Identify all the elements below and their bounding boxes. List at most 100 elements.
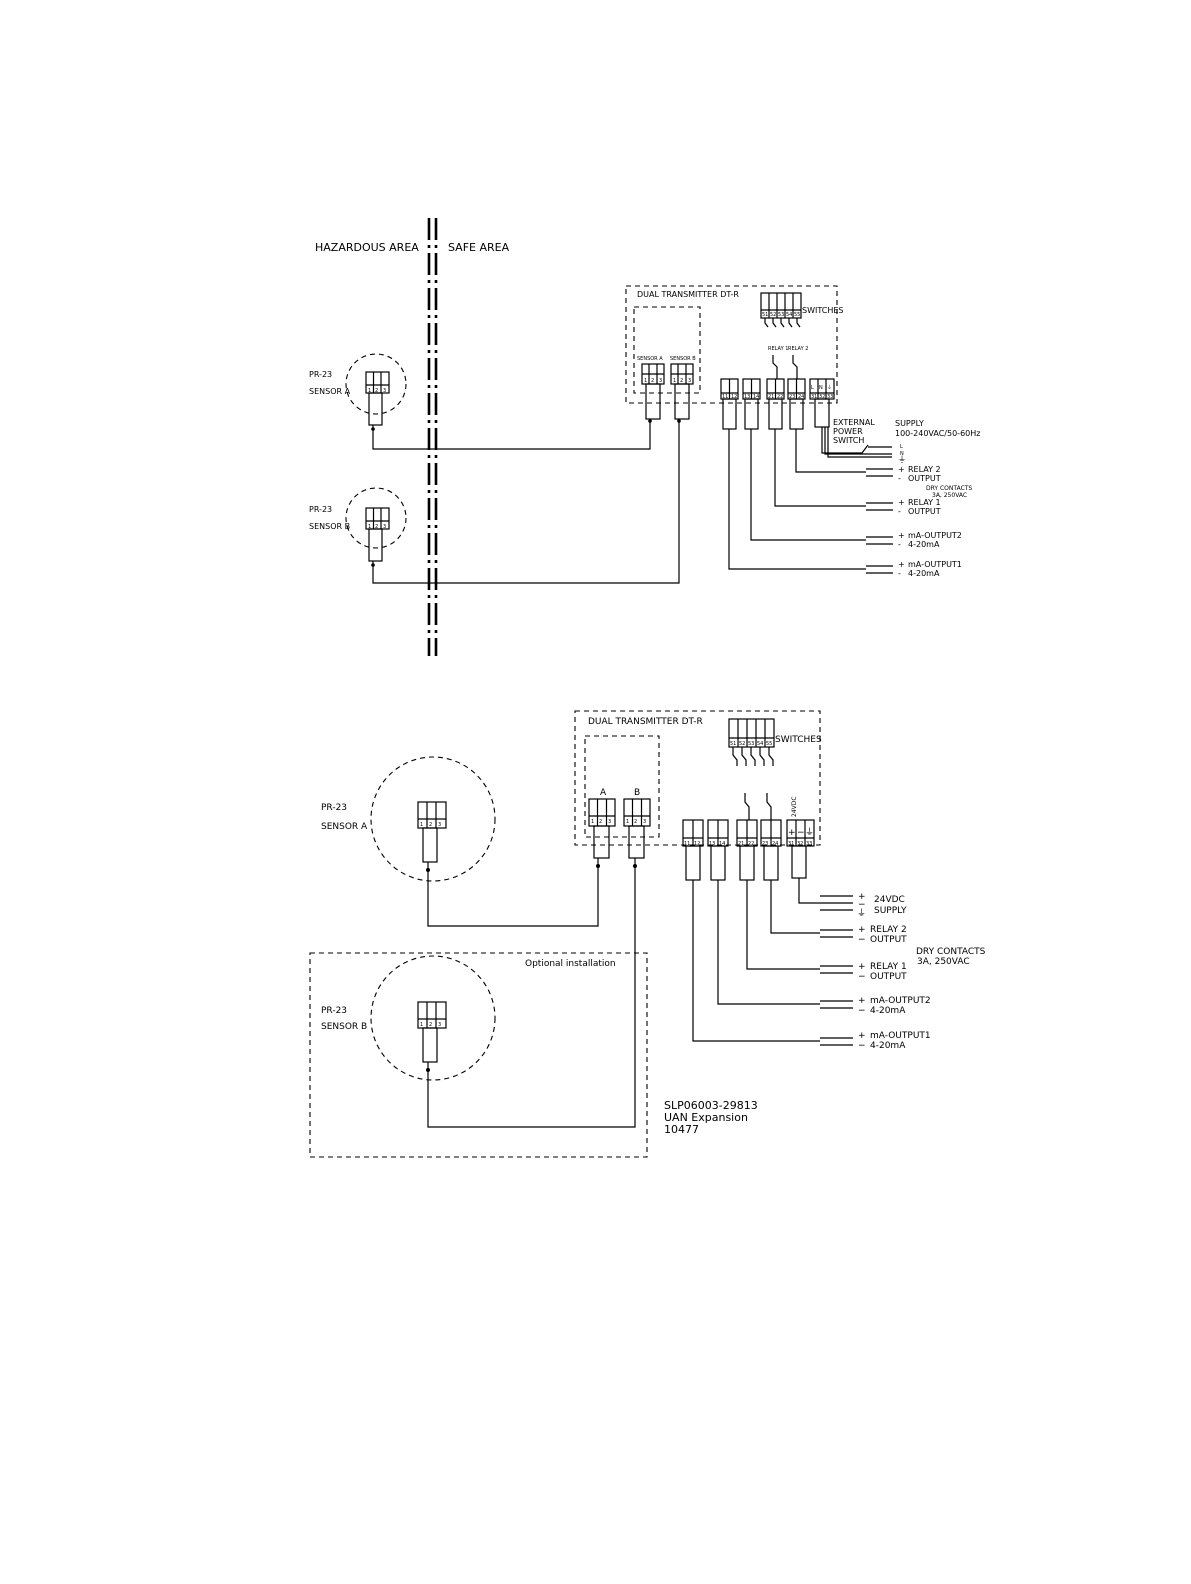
svg-text:3: 3 — [438, 1022, 441, 1028]
terminal-21-22: 21 22 — [736, 819, 758, 881]
top-sensor-b: 1 2 3 PR-23 SENSOR B — [309, 487, 407, 562]
terminal-13-14: 13 14 — [742, 378, 761, 430]
port-a: A 1 2 3 — [588, 788, 616, 859]
svg-text:L: L — [900, 444, 903, 450]
sensor-b-zone — [370, 955, 496, 1081]
svg-text:mA-OUTPUT2: mA-OUTPUT2 — [870, 996, 931, 1006]
svg-text:4-20mA: 4-20mA — [908, 569, 940, 578]
svg-text:3: 3 — [383, 524, 386, 530]
svg-text:SENSOR A: SENSOR A — [309, 387, 351, 396]
svg-text:2: 2 — [375, 388, 378, 394]
svg-text:−: − — [858, 1006, 866, 1016]
svg-text:32: 32 — [819, 394, 825, 400]
svg-text:13: 13 — [744, 394, 750, 400]
sensor-a-zone — [370, 756, 496, 882]
svg-text:4-20mA: 4-20mA — [908, 540, 940, 549]
svg-text:-: - — [898, 569, 901, 578]
sensor-a-zone — [345, 353, 407, 415]
svg-text:3: 3 — [608, 819, 611, 825]
bottom-transmitter: DUAL TRANSMITTER DT-R 51 52 53 54 55 SWI… — [574, 710, 822, 881]
svg-text:−: − — [858, 972, 866, 982]
bottom-sensor-b: 1 2 3 PR-23 SENSOR B — [321, 955, 496, 1081]
svg-text:PR-23: PR-23 — [309, 505, 332, 514]
switch-number: 53 — [778, 312, 784, 318]
svg-text:2: 2 — [375, 524, 378, 530]
supply-spec: 100-240VAC/50-60Hz — [895, 429, 980, 438]
svg-text:+: + — [898, 560, 905, 569]
svg-text:SLP06003-29813: SLP06003-29813 — [664, 1099, 758, 1112]
supply-voltage: 24VDC — [874, 895, 905, 905]
svg-text:1: 1 — [644, 378, 647, 384]
svg-text:13: 13 — [709, 841, 715, 847]
svg-text:24: 24 — [772, 841, 778, 847]
svg-text:3: 3 — [643, 819, 646, 825]
svg-text:−: − — [858, 900, 866, 910]
svg-text:10477: 10477 — [664, 1123, 699, 1136]
top-transmitter: DUAL TRANSMITTER DT-R 51 52 53 54 55 SWI… — [625, 285, 844, 430]
svg-text:+: + — [898, 531, 905, 540]
switch-block: 51 52 53 54 55 SWITCHES — [760, 292, 844, 328]
svg-text:2: 2 — [651, 378, 654, 384]
svg-text:-: - — [898, 507, 901, 516]
svg-text:4-20mA: 4-20mA — [870, 1041, 906, 1051]
svg-text:14: 14 — [753, 394, 759, 400]
top-supply: EXTERNAL POWER SWITCH SUPPLY 100-240VAC/… — [821, 418, 980, 464]
sensor-input-module — [633, 306, 701, 394]
svg-text:1: 1 — [368, 388, 371, 394]
supply-voltage-label: 24VDC — [791, 796, 798, 817]
svg-text:1: 1 — [591, 819, 594, 825]
svg-text:−: − — [858, 935, 866, 945]
top-output-labels: + RELAY 2 - OUTPUT DRY CONTACTS 3A, 250V… — [898, 465, 972, 578]
svg-text:2: 2 — [429, 822, 432, 828]
svg-text:+: + — [788, 828, 796, 838]
dry-contacts-rating: 3A, 250VAC — [917, 957, 970, 967]
svg-text:51: 51 — [730, 741, 736, 747]
bottom-diagram: DUAL TRANSMITTER DT-R 51 52 53 54 55 SWI… — [309, 710, 986, 1158]
svg-text:14: 14 — [719, 841, 725, 847]
svg-text:3: 3 — [438, 822, 441, 828]
svg-text:22: 22 — [748, 841, 754, 847]
area-barrier — [427, 218, 438, 656]
svg-text:−: − — [858, 1041, 866, 1051]
svg-text:2: 2 — [599, 819, 602, 825]
svg-text:2: 2 — [429, 1022, 432, 1028]
terminal-11-12: 11 12 — [682, 819, 704, 881]
svg-text:SENSOR A: SENSOR A — [321, 822, 368, 832]
switches-label: SWITCHES — [802, 306, 844, 315]
svg-text:RELAY 2: RELAY 2 — [908, 465, 941, 474]
svg-text:+: + — [858, 1031, 866, 1041]
svg-text:11: 11 — [722, 394, 728, 400]
svg-text:⏚: ⏚ — [827, 384, 832, 391]
svg-text:RELAY 1: RELAY 1 — [908, 498, 941, 507]
svg-text:3: 3 — [383, 388, 386, 394]
svg-text:+: + — [898, 465, 905, 474]
dry-contacts-rating: 3A, 250VAC — [932, 492, 967, 499]
svg-text:SENSOR B: SENSOR B — [670, 356, 696, 362]
svg-text:-: - — [898, 474, 901, 483]
transmitter-title: DUAL TRANSMITTER DT-R — [637, 290, 739, 299]
svg-text:12: 12 — [731, 394, 737, 400]
terminal-21-22: 21 22 — [766, 378, 785, 430]
svg-text:22: 22 — [777, 394, 783, 400]
svg-text:mA-OUTPUT1: mA-OUTPUT1 — [908, 560, 962, 569]
transmitter-title: DUAL TRANSMITTER DT-R — [588, 717, 703, 727]
svg-text:SWITCH: SWITCH — [833, 436, 864, 445]
svg-text:SENSOR B: SENSOR B — [321, 1022, 367, 1032]
svg-text:mA-OUTPUT1: mA-OUTPUT1 — [870, 1031, 931, 1041]
svg-text:31: 31 — [788, 841, 794, 847]
svg-text:N: N — [900, 451, 904, 457]
relay-contacts — [744, 793, 772, 820]
terminal-23-24: 23 24 — [760, 819, 782, 881]
svg-text:11: 11 — [684, 841, 690, 847]
svg-text:2: 2 — [634, 819, 637, 825]
svg-text:+: + — [898, 498, 905, 507]
terminal-23-24: 23 24 — [787, 378, 806, 430]
svg-text:21: 21 — [738, 841, 744, 847]
transmitter-enclosure — [625, 285, 838, 404]
bottom-sensor-a: 1 2 3 PR-23 SENSOR A — [321, 756, 496, 882]
bottom-sensor-cables — [426, 858, 637, 1128]
relay2-label: RELAY 2 — [788, 346, 808, 352]
svg-text:54: 54 — [757, 741, 763, 747]
relay-contacts — [772, 355, 798, 379]
